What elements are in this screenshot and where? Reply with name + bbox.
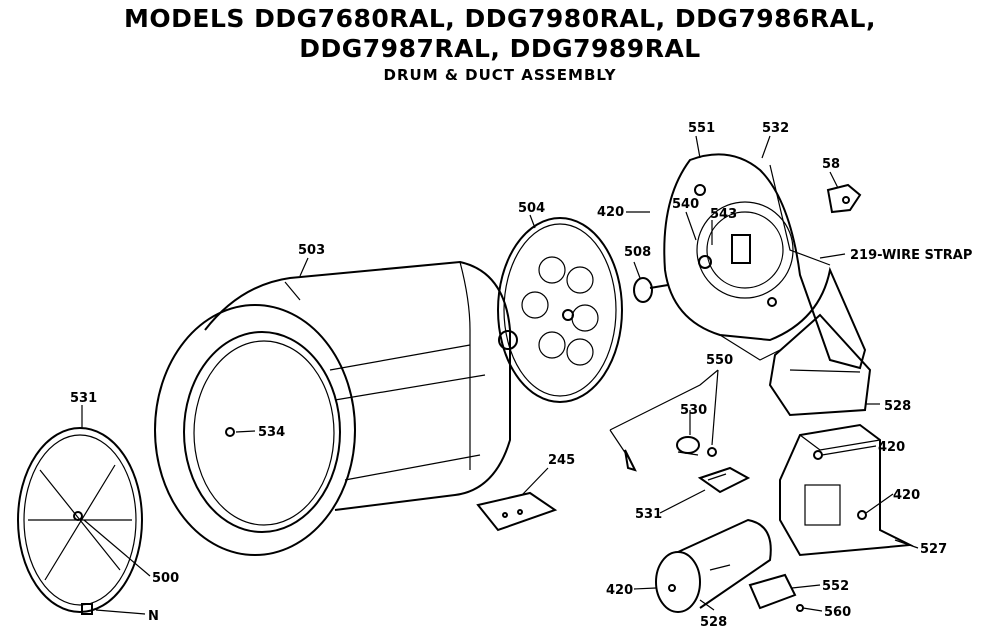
label-560: 560 (824, 605, 851, 620)
label-420-bracket-lower: 420 (893, 488, 920, 503)
label-n: N (148, 609, 159, 624)
label-504: 504 (518, 201, 545, 216)
label-528-duct: 528 (884, 399, 911, 414)
diagram-title-line2: DDG7987RAL, DDG7989RAL (299, 34, 701, 63)
label-528-canister: 528 (700, 615, 727, 630)
baffle-part (476, 491, 558, 532)
label-540: 540 (672, 197, 699, 212)
drum-part (154, 260, 511, 556)
label-503: 503 (298, 243, 325, 258)
label-420-bracket: 420 (878, 440, 905, 455)
duct-part (768, 313, 872, 417)
label-527: 527 (920, 542, 947, 557)
label-508: 508 (624, 245, 651, 260)
label-551: 551 (688, 121, 715, 136)
label-219-wire-strap: 219-WIRE STRAP (850, 248, 972, 263)
blower-housing-part (663, 153, 867, 370)
canister-part (655, 518, 772, 613)
label-534: 534 (258, 425, 285, 440)
label-420-canister: 420 (606, 583, 633, 598)
nut-part (81, 603, 93, 615)
thermal-fuse-part (697, 466, 751, 494)
rear-drum-panel-part (497, 217, 623, 403)
label-245: 245 (548, 453, 575, 468)
label-500: 500 (152, 571, 179, 586)
diagram-subtitle: DRUM & DUCT ASSEMBLY (383, 66, 617, 84)
label-531-fuse: 531 (635, 507, 662, 522)
clip-part (826, 183, 862, 214)
label-530: 530 (680, 403, 707, 418)
label-420-top: 420 (597, 205, 624, 220)
diagram-title-line1: MODELS DDG7680RAL, DDG7980RAL, DDG7986RA… (124, 4, 876, 33)
label-552: 552 (822, 579, 849, 594)
label-543: 543 (710, 207, 737, 222)
label-532: 532 (762, 121, 789, 136)
label-531-ring: 531 (70, 391, 97, 406)
front-seal-ring-part (17, 427, 143, 613)
thermostat-part (676, 436, 700, 456)
screw-assembly-part (609, 369, 719, 472)
heater-bracket-part (779, 423, 914, 557)
bearing-part (633, 277, 669, 303)
label-58: 58 (822, 157, 840, 172)
label-550: 550 (706, 353, 733, 368)
connector-part (748, 573, 804, 612)
leader-lines (81, 135, 919, 615)
